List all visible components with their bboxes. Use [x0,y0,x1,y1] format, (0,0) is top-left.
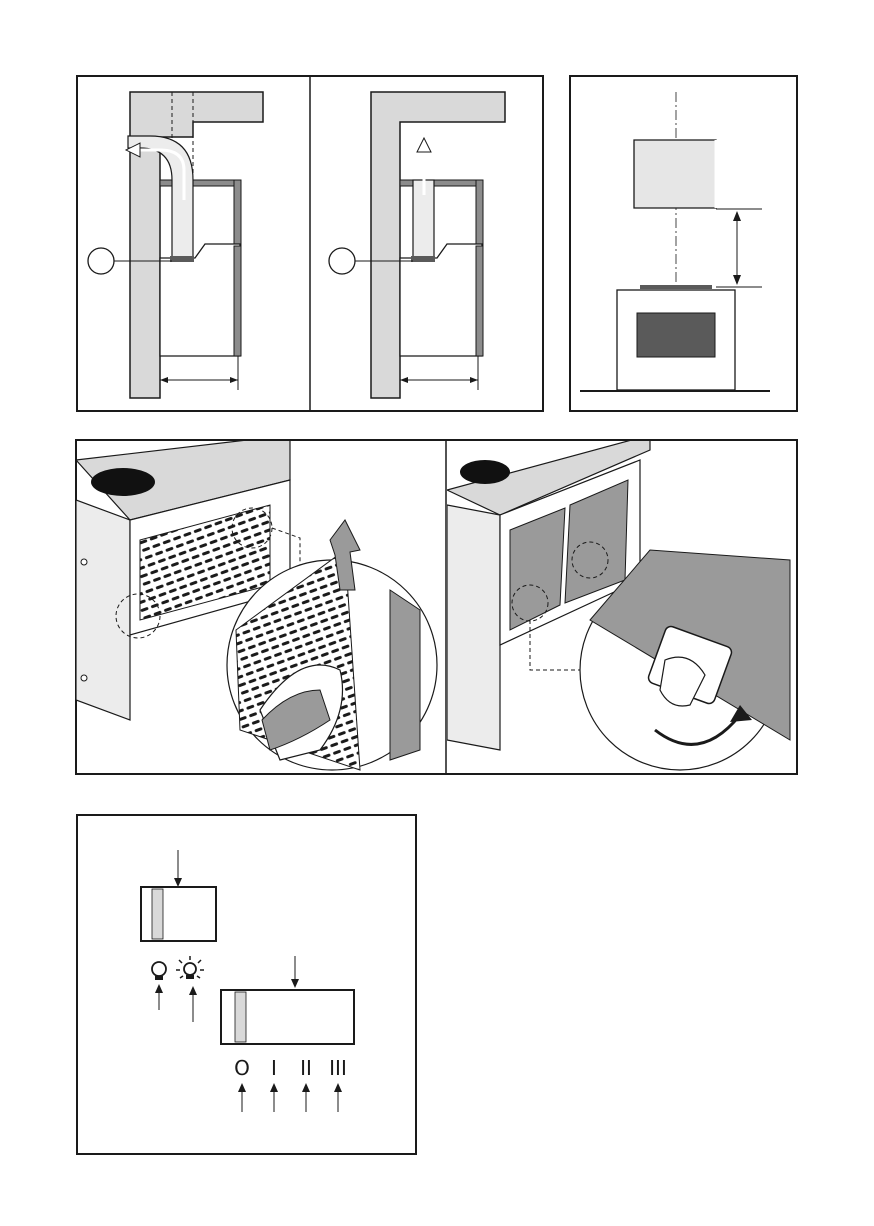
cabinet-door-upper [234,180,241,246]
hood-height-section [570,76,797,411]
height-arrow-bottom [733,275,741,285]
grease-filter-view [76,435,437,770]
speed-3-symbol: III [329,1056,347,1080]
duct-hole-2 [460,460,510,484]
controls-svg: O I II III [0,810,430,1160]
cabinet-door-lower-2 [476,246,483,356]
speed-pointers [238,1083,342,1112]
light-on-pointer-head [189,986,197,995]
callout-circle [88,248,114,274]
hood-side-face [76,500,130,720]
height-arrow-top [733,211,741,221]
dimension-arrow-right-2 [470,377,478,383]
installation-sections-svg [0,0,874,420]
cabinet-door-upper-2 [476,180,483,246]
speed-off-symbol: O [234,1056,250,1080]
dimension-arrow-left [160,377,168,383]
screw-bottom [81,675,87,681]
speed-2-symbol: II [300,1056,312,1080]
light-switch-rocker [152,889,163,939]
recirculation-section [329,92,505,398]
controls-panel: O I II III [0,810,430,1160]
dimension-arrow-left-2 [400,377,408,383]
light-off-pointer-head [155,984,163,993]
hood-outlet [170,256,194,262]
filter-clip-view [447,435,790,770]
dimension-arrow-right [230,377,238,383]
light-bulb-on-icon [176,956,204,979]
oven-window [637,313,715,357]
fan-switch-rocker [235,992,246,1042]
cabinet-door-lower [234,246,241,356]
fan-switch-pointer-head [291,979,299,988]
hood-edge-detail [390,590,420,760]
hob-top [640,285,712,289]
screw-top [81,559,87,565]
ducted-section [88,92,263,398]
callout-circle-2 [329,248,355,274]
airflow-arrow-up-head [417,138,431,152]
installation-sections-panel [0,0,874,420]
filter-removal-panel [0,420,874,790]
fan-switch [221,956,354,1044]
filter-removal-svg [0,420,874,790]
cabinet-top-2 [400,180,482,186]
light-switch [141,850,216,941]
light-switch-pointer-head [174,878,182,887]
speed-1-symbol: I [271,1056,277,1080]
light-bulb-off-icon [152,962,166,980]
hood-front-view [634,140,716,208]
hood-side-face-2 [447,505,500,750]
controls-frame [77,815,416,1154]
hood-outlet-2 [411,256,435,262]
duct-hole [91,468,155,496]
